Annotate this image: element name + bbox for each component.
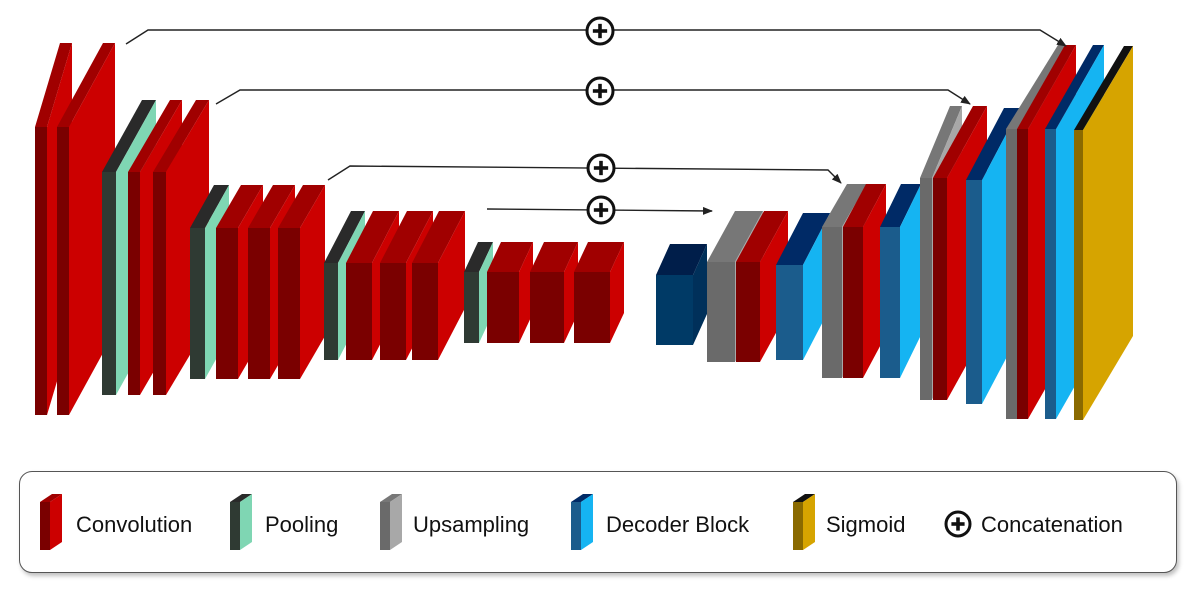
conv-block <box>736 211 788 362</box>
legend <box>19 471 1177 573</box>
conv-block <box>487 242 533 343</box>
legend-sigmoid-icon <box>793 494 815 550</box>
conv-block <box>530 242 578 343</box>
decoder-block <box>656 244 707 345</box>
conv-block <box>278 185 325 379</box>
decoder-block <box>880 184 921 378</box>
layer-blocks <box>35 43 1133 420</box>
legend-label-decoder-block: Decoder Block <box>606 512 750 537</box>
legend-upsampling-icon <box>380 494 402 550</box>
concatenation-icon <box>586 195 616 225</box>
legend-pooling-icon <box>230 494 252 550</box>
legend-label-pooling: Pooling <box>265 512 339 537</box>
legend-decoder-icon <box>571 494 593 550</box>
conv-block <box>574 242 624 343</box>
concatenation-icon <box>585 76 615 106</box>
legend-label-sigmoid: Sigmoid <box>826 512 906 537</box>
concatenation-icon <box>944 510 972 538</box>
legend-convolution-icon <box>40 494 62 550</box>
skip-connections <box>125 16 1067 225</box>
sigmoid-block <box>1074 46 1133 420</box>
legend-label-concatenation: Concatenation <box>981 512 1123 537</box>
concatenation-icon <box>585 16 615 46</box>
conv-block <box>412 211 465 360</box>
concatenation-icon <box>586 153 616 183</box>
legend-label-upsampling: Upsampling <box>413 512 530 537</box>
legend-label-convolution: Convolution <box>76 512 193 537</box>
